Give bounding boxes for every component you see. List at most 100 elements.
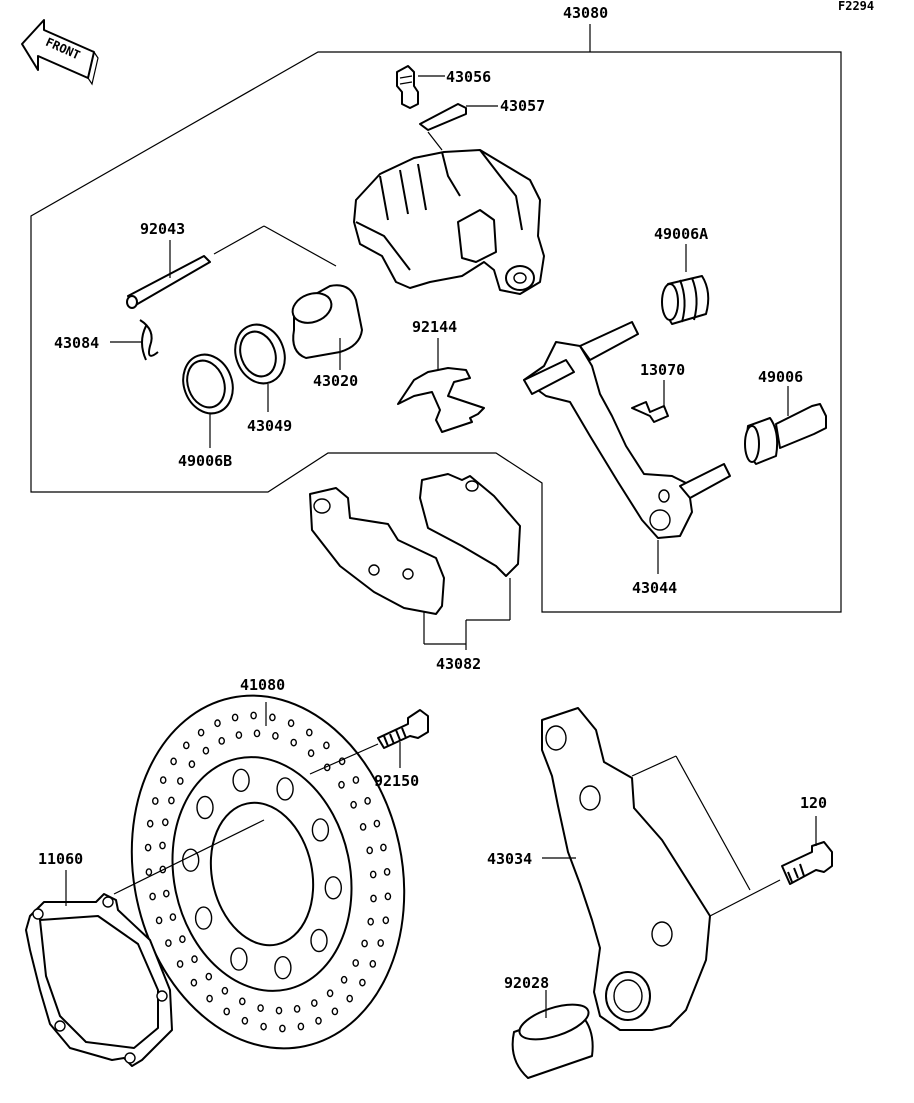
disc-vent-hole (307, 749, 315, 758)
disc-mount-hole (324, 876, 342, 900)
disc-vent-hole (323, 741, 330, 750)
disc-vent-hole (315, 1016, 322, 1025)
disc-mount-hole (310, 928, 328, 953)
disc-vent-hole (179, 935, 186, 944)
disc-vent-hole (205, 972, 213, 981)
brake-pads (309, 473, 521, 650)
disc-vent-hole (170, 757, 177, 766)
disc-vent-hole (155, 916, 163, 925)
disc-vent-hole (188, 760, 196, 769)
disc-vent-hole (290, 738, 298, 747)
label-41080: 41080 (240, 676, 285, 694)
disc-vent-hole (331, 1007, 339, 1016)
disc-vent-hole (366, 846, 374, 855)
disc-vent-hole (146, 819, 154, 828)
label-43084: 43084 (54, 334, 99, 352)
caliper-mount-bracket (541, 707, 781, 1031)
disc-vent-hole (361, 939, 368, 948)
label-92043: 92043 (140, 220, 185, 238)
disc-vent-hole (257, 1004, 264, 1012)
gasket (25, 819, 265, 1067)
disc-vent-hole (346, 994, 354, 1003)
label-49006: 49006 (758, 368, 803, 386)
disc-mount-hole (194, 906, 213, 930)
piston-seal (182, 353, 234, 448)
disc-vent-hole (297, 1022, 305, 1031)
label-43034: 43034 (487, 850, 532, 868)
disc-vent-hole (310, 999, 318, 1007)
bracket-bolt (781, 816, 833, 885)
disc-vent-hole (250, 711, 257, 720)
disc-vent-hole (182, 741, 190, 750)
bleeder-cap (419, 103, 498, 151)
disc-vent-hole (364, 797, 371, 805)
disc-vent-hole (176, 960, 184, 968)
label-43082: 43082 (436, 655, 481, 673)
disc-vent-hole (272, 732, 279, 740)
disc-vent-hole (382, 916, 390, 925)
label-43057: 43057 (500, 97, 545, 115)
disc-vent-hole (260, 1022, 267, 1031)
pin-clip (110, 319, 159, 361)
disc-vent-hole (221, 986, 229, 995)
disc-vent-hole (190, 978, 198, 987)
pad-spring (397, 338, 485, 433)
bracket-clip (631, 380, 669, 423)
disc-vent-hole (369, 870, 377, 879)
disc-vent-hole (370, 894, 377, 903)
collar (511, 990, 594, 1079)
disc-mount-hole (276, 777, 294, 801)
disc-vent-hole (305, 728, 313, 737)
disc-mount-hole (274, 956, 292, 980)
disc-vent-hole (165, 939, 172, 947)
disc-vent-hole (359, 823, 367, 831)
disc-vent-hole (380, 843, 387, 852)
label-43056: 43056 (446, 68, 491, 86)
disc-mount-hole (232, 768, 250, 792)
disc-vent-hole (159, 841, 166, 850)
disc-mount-hole (311, 818, 330, 842)
caliper-body (353, 149, 545, 295)
disc-vent-hole (191, 955, 198, 964)
dust-seal (234, 323, 286, 412)
disc-vent-hole (352, 776, 360, 784)
disc-vent-hole (235, 731, 243, 739)
disc-vent-hole (367, 917, 375, 926)
disc-vent-hole (359, 978, 366, 987)
disc-vent-hole (161, 818, 169, 827)
label-43044: 43044 (632, 579, 677, 597)
disc-vent-hole (377, 939, 385, 947)
disc-vent-hole (162, 889, 170, 898)
disc-vent-hole (223, 1007, 230, 1016)
disc-vent-hole (384, 892, 392, 901)
label-43080: 43080 (563, 4, 608, 22)
pin-boot (744, 386, 827, 465)
disc-vent-hole (287, 719, 295, 728)
label-43020: 43020 (313, 372, 358, 390)
caliper-assembly-outline (30, 51, 842, 613)
disc-vent-hole (373, 819, 381, 828)
disc-vent-hole (197, 728, 205, 737)
front-direction-icon: FRONT (21, 19, 99, 86)
disc-vent-hole (206, 994, 213, 1003)
disc-vent-hole (218, 737, 225, 745)
bleeder-valve (396, 65, 445, 109)
disc-vent-hole (269, 713, 276, 722)
disc-vent-hole (241, 1016, 249, 1025)
disc-bolt (309, 709, 429, 775)
disc-vent-hole (326, 989, 334, 998)
disc-vent-hole (231, 713, 239, 722)
label-13070: 13070 (640, 361, 685, 379)
disc-vent-hole (340, 975, 348, 984)
label-49006A: 49006A (654, 225, 708, 243)
caliper-pin (126, 225, 337, 309)
label-120: 120 (800, 794, 827, 812)
label-49006B: 49006B (178, 452, 232, 470)
label-92144: 92144 (412, 318, 457, 336)
label-11060: 11060 (38, 850, 83, 868)
disc-vent-hole (144, 843, 152, 852)
disc-vent-hole (176, 777, 184, 785)
disc-vent-hole (214, 719, 221, 728)
disc-vent-hole (275, 1006, 283, 1015)
